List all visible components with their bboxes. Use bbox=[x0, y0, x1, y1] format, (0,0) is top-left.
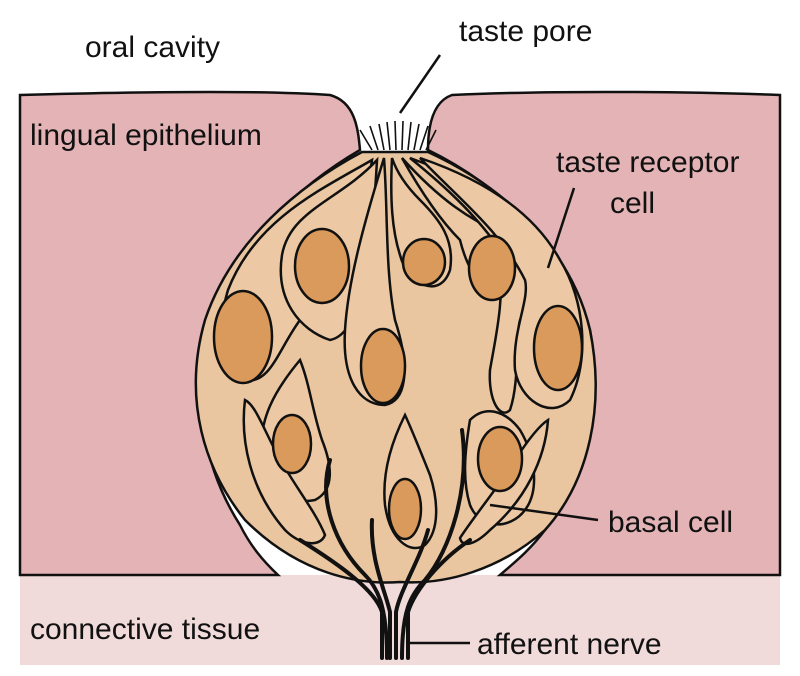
afferent-nerve-label: afferent nerve bbox=[477, 628, 662, 661]
leader-lines bbox=[398, 54, 599, 645]
connective-tissue-layer bbox=[20, 575, 780, 665]
nucleus bbox=[476, 425, 524, 493]
oral-cavity-label: oral cavity bbox=[85, 31, 220, 64]
nerve-fibers bbox=[298, 428, 472, 660]
microvilli bbox=[359, 120, 437, 151]
taste-receptor-label-line2: cell bbox=[610, 187, 655, 220]
nucleus bbox=[467, 234, 517, 302]
nucleus bbox=[401, 237, 447, 287]
taste-pore-leader bbox=[398, 54, 442, 114]
nucleus bbox=[271, 413, 313, 475]
taste-receptor-label-line1: taste receptor bbox=[556, 146, 739, 179]
basal-cell-leader bbox=[489, 503, 599, 522]
nucleus bbox=[293, 227, 351, 305]
basal-cell-label: basal cell bbox=[608, 506, 733, 539]
taste-pore-label: taste pore bbox=[459, 15, 592, 48]
nucleus bbox=[212, 289, 274, 385]
nucleus bbox=[387, 477, 423, 541]
taste-receptor-leader bbox=[546, 187, 576, 269]
nuclei bbox=[212, 227, 584, 541]
lingual-epithelium-label: lingual epithelium bbox=[30, 119, 262, 152]
nucleus bbox=[532, 304, 584, 392]
connective-tissue-label: connective tissue bbox=[30, 613, 260, 646]
nucleus bbox=[359, 327, 407, 405]
